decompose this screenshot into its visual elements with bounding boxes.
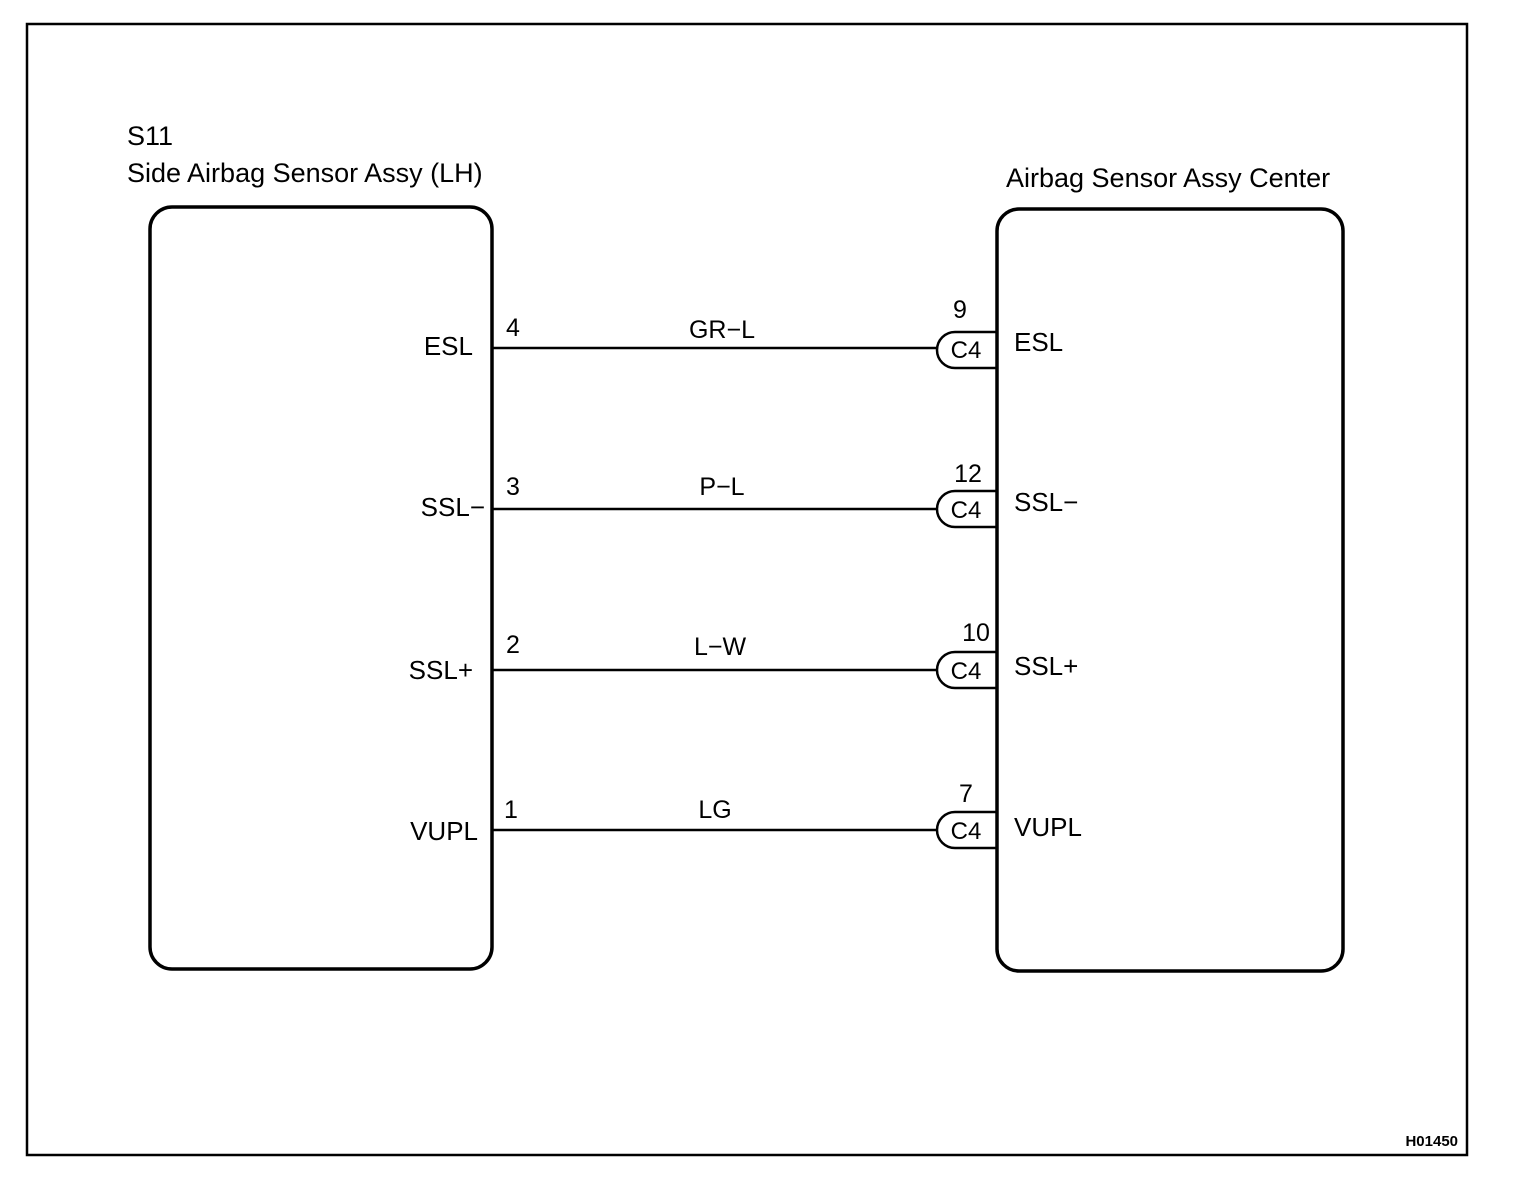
right-signal-label: VUPL: [1014, 812, 1082, 842]
right-pin-number: 12: [954, 460, 982, 488]
connector-label: C4: [951, 818, 982, 845]
left-component-code: S11: [127, 121, 173, 151]
left-component-name: Side Airbag Sensor Assy (LH): [127, 158, 483, 188]
left-signal-label: SSL+: [409, 655, 473, 685]
left-pin-number: 3: [506, 473, 520, 501]
left-pin-number: 1: [504, 796, 518, 824]
connector-label: C4: [951, 337, 982, 364]
left-pin-number: 4: [506, 314, 520, 342]
right-signal-label: ESL: [1014, 327, 1063, 357]
figure-code: H01450: [1405, 1133, 1458, 1150]
right-signal-label: SSL−: [1014, 487, 1078, 517]
left-signal-label: ESL: [424, 331, 473, 361]
right-pin-number: 7: [959, 780, 973, 808]
diagram-frame: [25, 22, 1469, 1157]
connector-c4-symbol: C4: [935, 810, 997, 850]
connector-label: C4: [951, 497, 982, 524]
wire-color-label: LG: [698, 796, 731, 824]
connector-c4-symbol: C4: [935, 650, 997, 690]
left-signal-label: SSL−: [421, 492, 485, 522]
right-component-box: [995, 207, 1345, 973]
left-signal-label: VUPL: [410, 816, 478, 846]
right-component-name: Airbag Sensor Assy Center: [1006, 163, 1330, 193]
wire-color-label: GR−L: [689, 316, 755, 344]
right-signal-label: SSL+: [1014, 651, 1078, 681]
left-pin-number: 2: [506, 631, 520, 659]
wire-row-2: SSL− 3 P−L C4 12 SSL−: [421, 460, 1078, 529]
right-pin-number: 9: [953, 296, 967, 324]
wire-row-1: ESL 4 GR−L C4 9 ESL: [424, 296, 1063, 370]
right-pin-number: 10: [962, 619, 990, 647]
wire-color-label: L−W: [694, 633, 747, 661]
left-component-box: [148, 205, 494, 971]
connector-c4-symbol: C4: [935, 489, 997, 529]
wire-color-label: P−L: [699, 473, 744, 501]
connector-c4-symbol: C4: [935, 330, 997, 370]
wire-row-4: VUPL 1 LG C4 7 VUPL: [410, 780, 1082, 850]
wire-row-3: SSL+ 2 L−W C4 10 SSL+: [409, 619, 1078, 690]
connector-label: C4: [951, 658, 982, 685]
